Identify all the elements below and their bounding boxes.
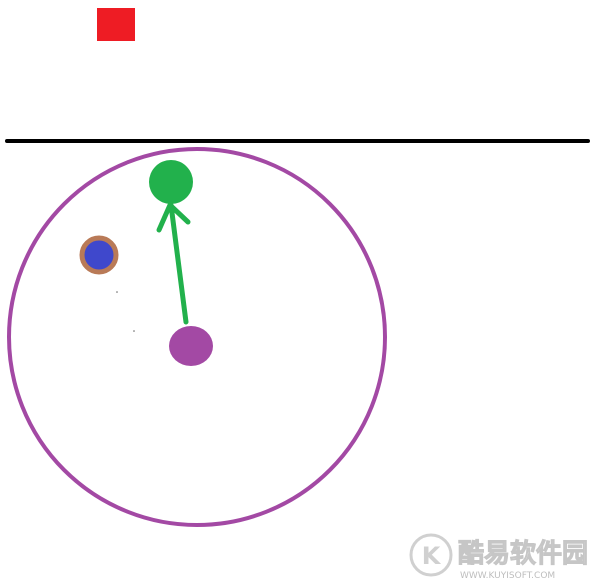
- green-dot-icon: [149, 160, 193, 204]
- k-logo-letter: K: [422, 542, 442, 570]
- watermark-url: WWW.KUYISOFT.COM: [460, 571, 555, 581]
- watermark: K 酷易软件园 WWW.KUYISOFT.COM: [409, 533, 589, 581]
- speck: [133, 330, 135, 332]
- arrow-shaft: [168, 202, 189, 325]
- arrow-head: [156, 200, 191, 233]
- big-circle: [7, 147, 387, 527]
- k-logo-icon: [409, 533, 453, 577]
- watermark-title: 酷易软件园: [458, 539, 588, 569]
- arrow-icon: [156, 200, 191, 325]
- purple-dot-icon: [169, 326, 213, 366]
- speck: [116, 291, 118, 293]
- blue-ringed-dot-icon: [79, 235, 119, 275]
- red-square-icon: [97, 8, 135, 41]
